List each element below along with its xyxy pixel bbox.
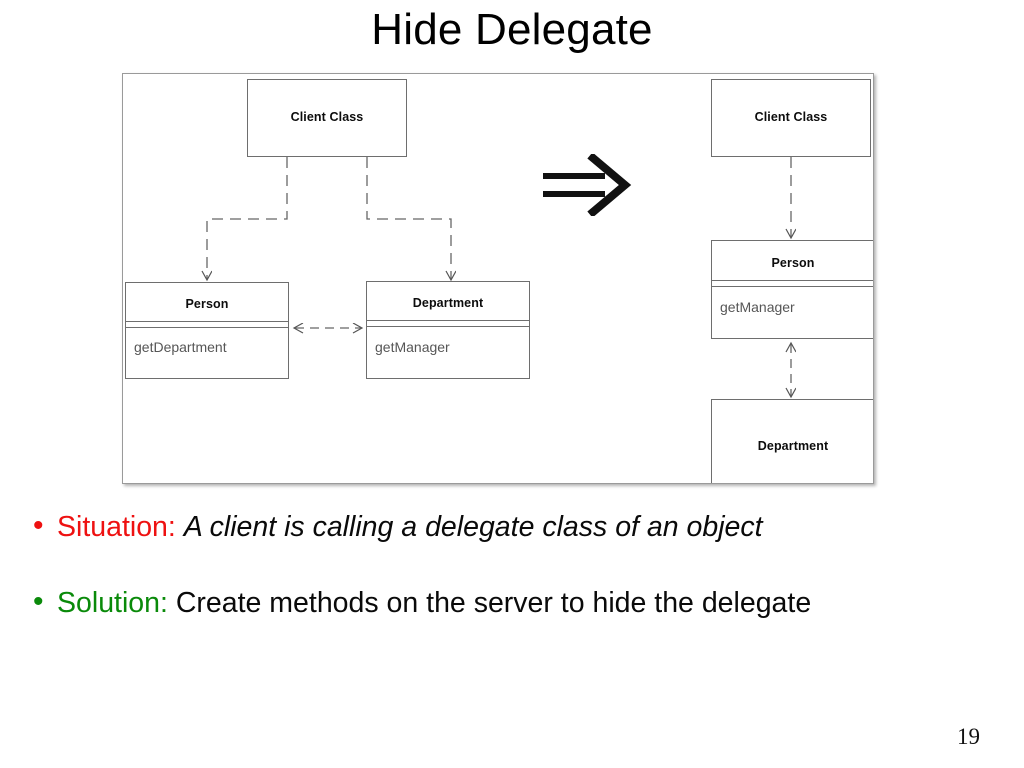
list-item: • Situation: A client is calling a deleg… — [28, 506, 1003, 548]
uml-compartment-divider — [712, 280, 873, 281]
page-title: Hide Delegate — [371, 5, 653, 54]
uml-compartment-divider — [367, 320, 529, 321]
uml-method-name: getDepartment — [134, 339, 227, 355]
bullet-marker-icon: • — [33, 585, 44, 618]
bullet-body-text: Create methods on the server to hide the… — [175, 587, 812, 619]
bullet-list: • Situation: A client is calling a deleg… — [28, 506, 1003, 658]
bullet-body-text: A client is calling a delegate class of … — [183, 511, 763, 543]
uml-compartment-divider — [126, 327, 288, 328]
bullet-text: Solution: Create methods on the server t… — [57, 582, 811, 624]
uml-class-name: Client Class — [290, 110, 364, 124]
bullet-lead-label: Situation: — [57, 511, 176, 543]
bullet-lead-label: Solution: — [57, 587, 168, 619]
uml-class-name: Department — [757, 439, 829, 453]
page-number: 19 — [957, 724, 980, 749]
uml-class-name: Person — [771, 256, 815, 270]
bullet-text: Situation: A client is calling a delegat… — [57, 506, 763, 548]
uml-class-name: Client Class — [754, 110, 828, 124]
uml-method-name: getManager — [375, 339, 450, 355]
uml-class-person-before: Person getDepartment — [125, 282, 289, 379]
uml-compartment-divider — [126, 321, 288, 322]
uml-class-department-after: Department — [711, 399, 873, 483]
uml-class-person-after: Person getManager — [711, 240, 873, 339]
bullet-marker-icon: • — [33, 509, 44, 542]
list-item: • Solution: Create methods on the server… — [28, 582, 1003, 624]
uml-class-name: Person — [185, 297, 229, 311]
uml-class-name: Department — [412, 296, 484, 310]
uml-class-department-before: Department getManager — [366, 281, 530, 379]
uml-method-name: getManager — [720, 299, 795, 315]
diagram-image: Department association (dashed, both end… — [122, 73, 874, 484]
uml-class-client-class-before: Client Class — [247, 79, 407, 157]
uml-class-client-class-after: Client Class — [711, 79, 871, 157]
uml-compartment-divider — [367, 326, 529, 327]
double-right-arrow-icon — [543, 154, 632, 216]
uml-compartment-divider — [712, 286, 873, 287]
